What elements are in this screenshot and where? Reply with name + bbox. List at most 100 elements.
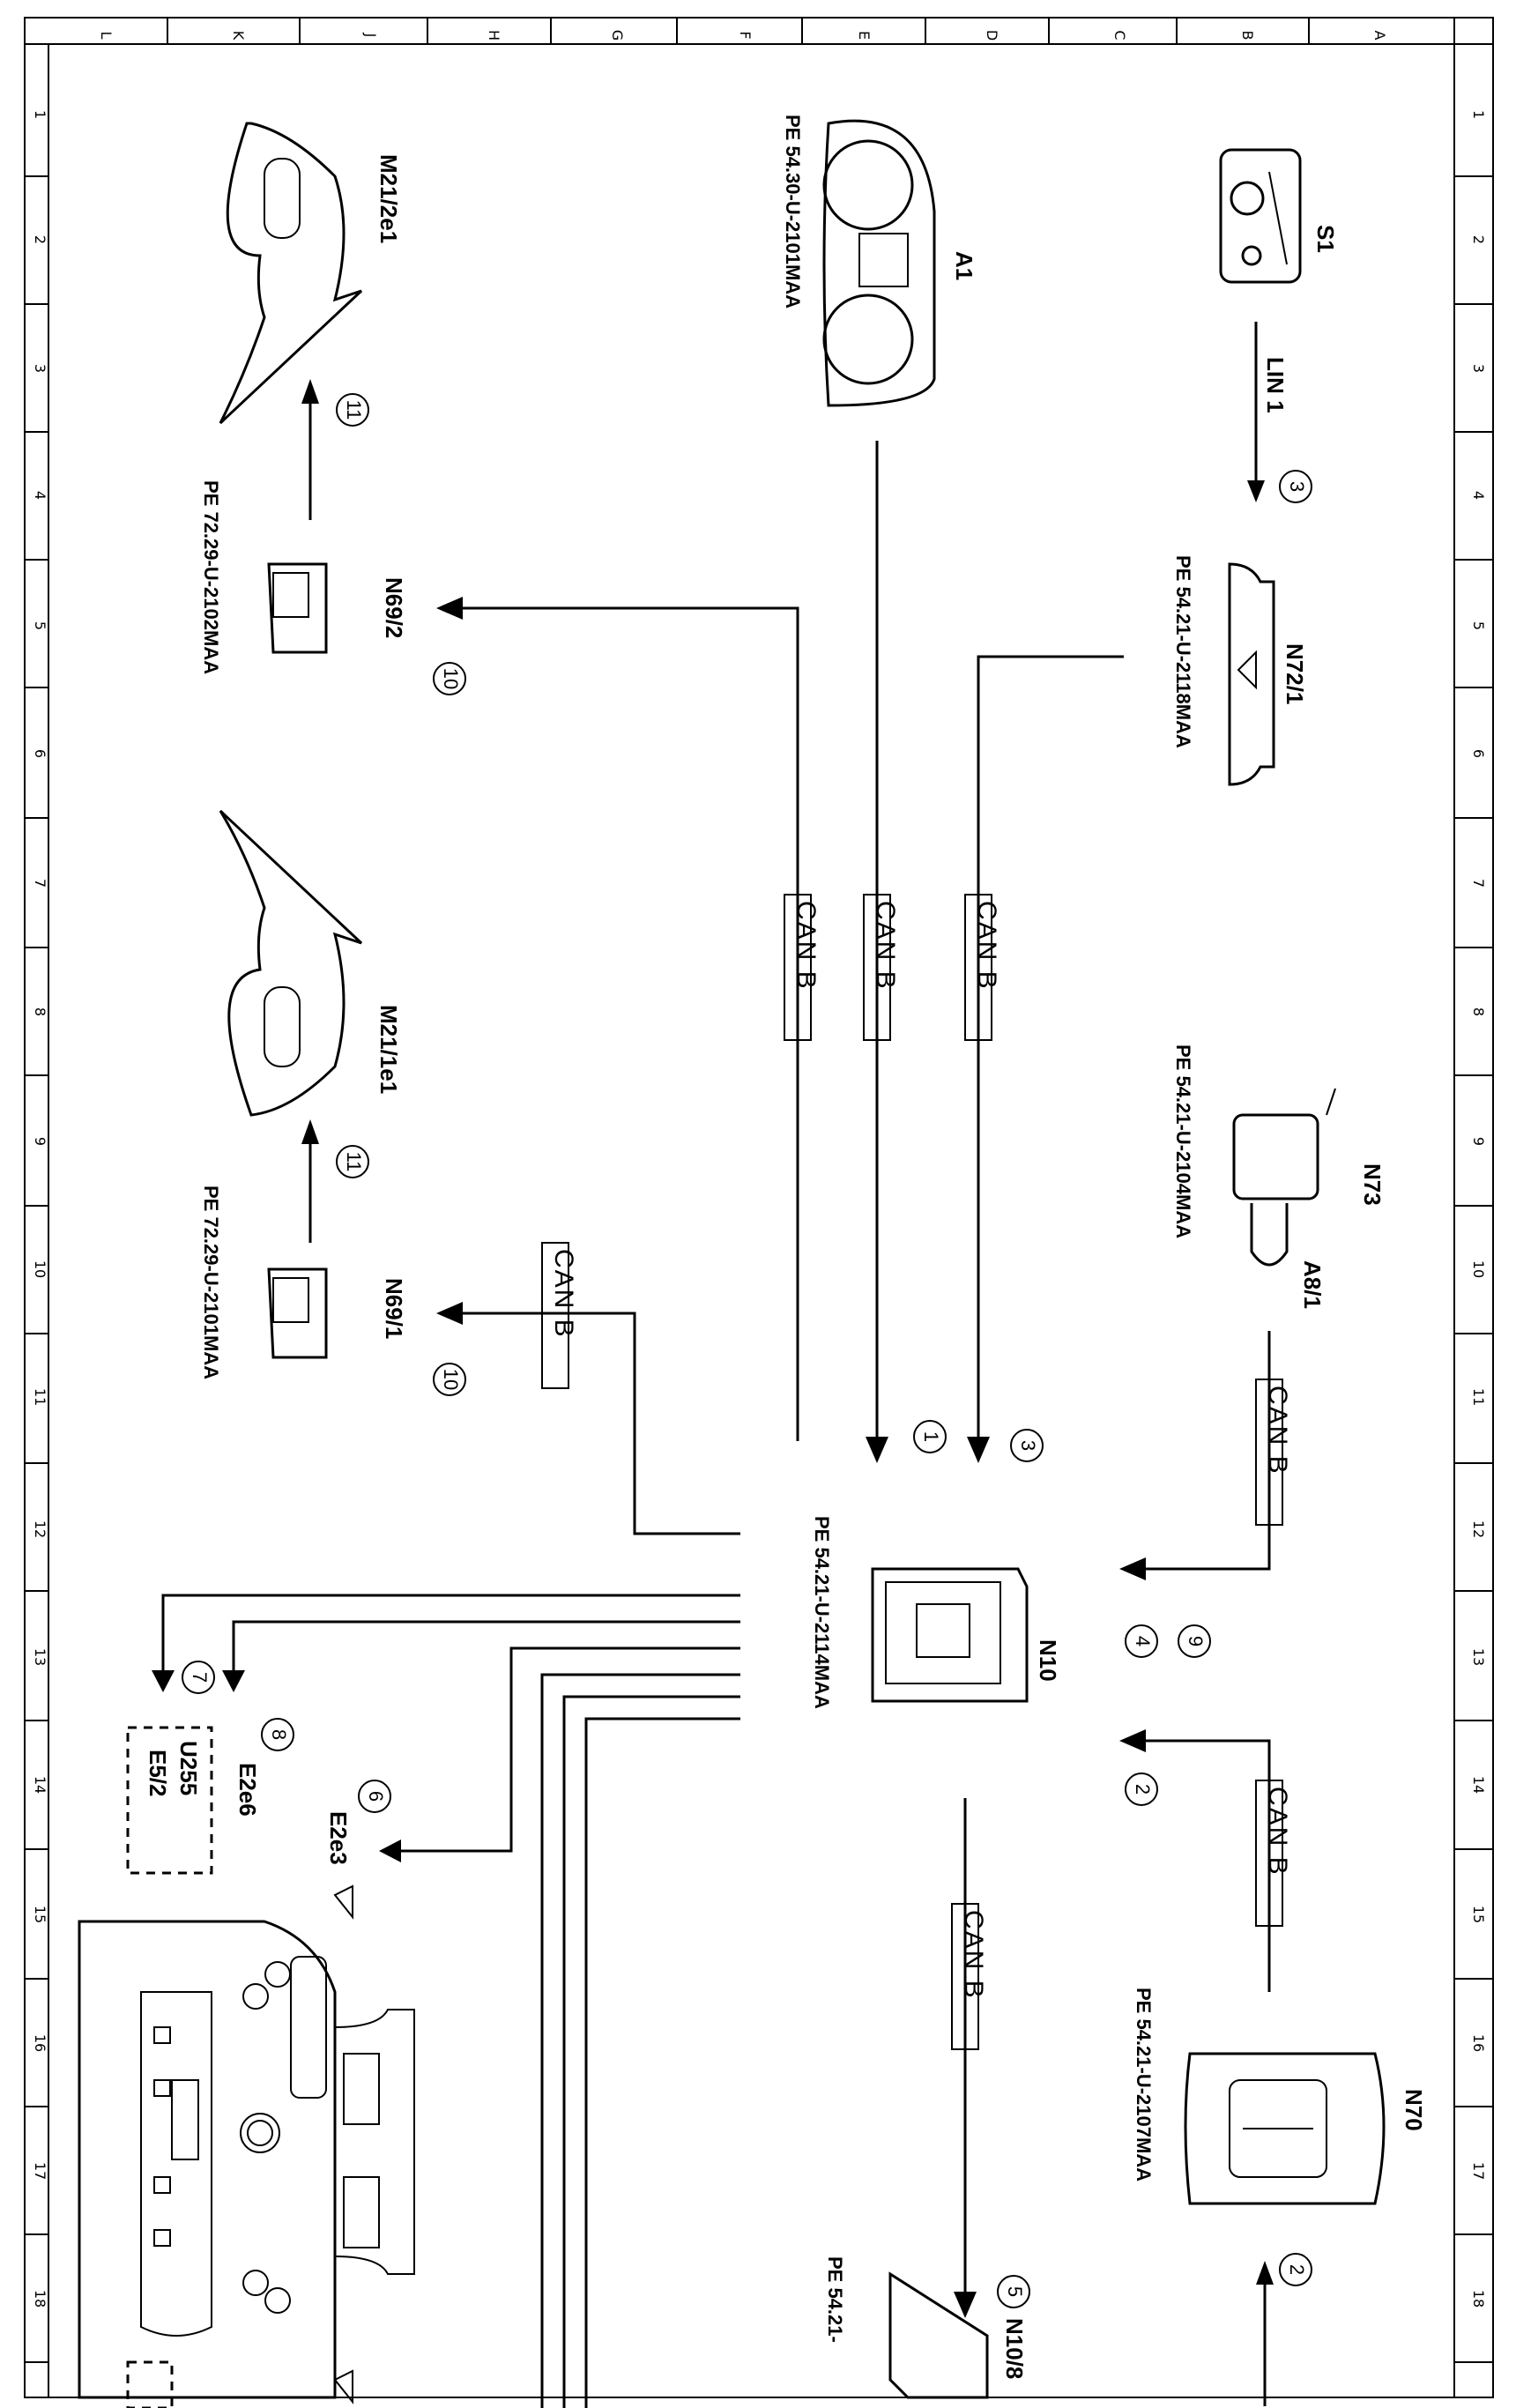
svg-text:CAN B: CAN B xyxy=(871,901,900,991)
top-grid-labels: L K J H G F E D C B A xyxy=(98,18,1388,44)
grid-row-label: 13 xyxy=(1470,1648,1487,1666)
can-b-arrowhead-1 xyxy=(866,1437,888,1463)
n10-8-module-icon xyxy=(888,2271,989,2399)
grid-row-label: 6 xyxy=(1470,749,1487,758)
grid-col-label: G xyxy=(609,30,626,41)
callout-2-mid: 2 xyxy=(1125,1773,1158,1806)
svg-text:CAN B: CAN B xyxy=(959,1910,988,2000)
grid-row-label: 11 xyxy=(32,1388,48,1406)
svg-text:CAN B: CAN B xyxy=(549,1249,578,1339)
n73-label: N73 xyxy=(1359,1163,1386,1206)
grid-row-label: 18 xyxy=(1470,2290,1487,2308)
grid-row-label: 9 xyxy=(1470,1137,1487,1146)
n10-8-reference: PE 54.21- xyxy=(824,2256,846,2343)
grid-row-label: 8 xyxy=(1470,1007,1487,1016)
svg-text:CAN B: CAN B xyxy=(1263,1787,1292,1877)
a8-1-label: A8/1 xyxy=(1299,1260,1326,1309)
grid-row-label: 14 xyxy=(1470,1776,1487,1794)
arrowhead-8 xyxy=(222,1670,245,1692)
grid-col-label: K xyxy=(230,31,247,41)
svg-text:1: 1 xyxy=(920,1431,942,1442)
m21-1e1-arrowhead xyxy=(301,1119,319,1144)
can-b-arrowhead-5 xyxy=(954,2292,977,2318)
grid-col-label: E xyxy=(856,31,873,40)
line-u255 xyxy=(161,1594,740,1675)
grid-row-label: 5 xyxy=(32,621,48,630)
can-b-arrowhead-9-4 xyxy=(1119,1557,1146,1580)
can-b-arrowhead-10-mid xyxy=(436,1302,463,1325)
grid-row-label: 10 xyxy=(32,1260,48,1278)
e5-2-label: E5/2 xyxy=(145,1750,171,1797)
m21-2e1-mirror-icon xyxy=(219,122,363,425)
svg-text:CAN B: CAN B xyxy=(1263,1386,1292,1475)
svg-text:3: 3 xyxy=(1286,481,1308,492)
grid-row-label: 15 xyxy=(32,1906,48,1923)
can-b-arrowhead-3 xyxy=(967,1437,990,1463)
grid-row-label: 16 xyxy=(1470,2034,1487,2052)
n70-arrowhead xyxy=(1256,2261,1274,2285)
svg-text:10: 10 xyxy=(440,1369,462,1390)
can-b-tag-5: CAN B xyxy=(1255,1379,1292,1526)
grid-col-label: B xyxy=(1239,31,1256,41)
can-b-line-n69-2 xyxy=(458,606,799,1441)
svg-text:9: 9 xyxy=(1185,1636,1207,1646)
arrowhead-6 xyxy=(379,1839,401,1862)
grid-col-label: F xyxy=(737,31,754,39)
m21-1e1-mirror-icon xyxy=(219,809,363,1117)
grid-row-label: 3 xyxy=(1470,364,1487,373)
grid-row-label: 14 xyxy=(32,1776,48,1794)
a1-instrument-cluster-icon xyxy=(822,119,936,407)
grid-row-label: 4 xyxy=(32,491,48,500)
grid-row-label: 12 xyxy=(32,1520,48,1538)
grid-col-label: C xyxy=(1111,30,1128,40)
can-b-tag-7: CAN B xyxy=(951,1903,988,2050)
grid-row-label: 8 xyxy=(32,1007,48,1016)
grid-row-label: 10 xyxy=(1470,1260,1487,1278)
grid-col-label: L xyxy=(98,32,115,40)
grid-row-label: 16 xyxy=(32,2034,48,2052)
lin-1-arrowhead xyxy=(1247,480,1265,502)
n69-1-label: N69/1 xyxy=(381,1278,407,1339)
n73-ignition-switch-icon xyxy=(1232,1088,1336,1267)
callout-8: 8 xyxy=(261,1718,294,1751)
a1-label: A1 xyxy=(951,251,977,280)
grid-row-label: 13 xyxy=(32,1648,48,1666)
s1-switch-icon xyxy=(1219,148,1302,284)
callout-1: 1 xyxy=(913,1420,947,1453)
n69-1-door-module-icon xyxy=(267,1267,328,1359)
svg-text:CAN B: CAN B xyxy=(791,901,821,991)
grid-row-label: 5 xyxy=(1470,621,1487,630)
callout-3-top: 3 xyxy=(1279,470,1312,503)
svg-text:11: 11 xyxy=(343,1152,365,1172)
n69-2-door-module-icon xyxy=(267,562,328,654)
svg-text:10: 10 xyxy=(440,668,462,689)
svg-text:7: 7 xyxy=(189,1672,211,1683)
e2e3-label: E2e3 xyxy=(325,1811,352,1865)
s1-label: S1 xyxy=(1312,225,1339,253)
svg-text:6: 6 xyxy=(365,1791,387,1802)
svg-text:2: 2 xyxy=(1132,1784,1154,1795)
lin-1-label: LIN 1 xyxy=(1262,357,1289,413)
svg-text:CAN B: CAN B xyxy=(972,901,1001,991)
grid-row-label: 17 xyxy=(1470,2162,1487,2180)
callout-10-mid: 10 xyxy=(433,1363,466,1396)
grid-col-label: J xyxy=(362,33,379,38)
e2e6-label: E2e6 xyxy=(234,1763,261,1817)
grid-row-label: 18 xyxy=(32,2290,48,2308)
can-b-line-n70 xyxy=(1141,1739,1271,1992)
svg-text:4: 4 xyxy=(1132,1636,1154,1646)
n72-1-reference: PE 54.21-U-2118MAA xyxy=(1172,555,1194,748)
can-b-tag-4: CAN B xyxy=(541,1242,578,1389)
can-b-line-n69-1 xyxy=(458,1312,740,1535)
grid-row-label: 15 xyxy=(1470,1906,1487,1923)
outer-frame xyxy=(24,17,1494,2398)
grid-row-label: 1 xyxy=(1470,110,1487,119)
grid-row-label: 11 xyxy=(1470,1388,1487,1406)
svg-text:3: 3 xyxy=(1017,1440,1039,1451)
n10-control-unit-icon xyxy=(871,1567,1029,1703)
grid-row-label: 2 xyxy=(32,235,48,244)
can-b-arrowhead-2 xyxy=(1119,1729,1146,1752)
grid-row-label: 2 xyxy=(1470,235,1487,244)
grid-col-label: A xyxy=(1371,31,1388,41)
